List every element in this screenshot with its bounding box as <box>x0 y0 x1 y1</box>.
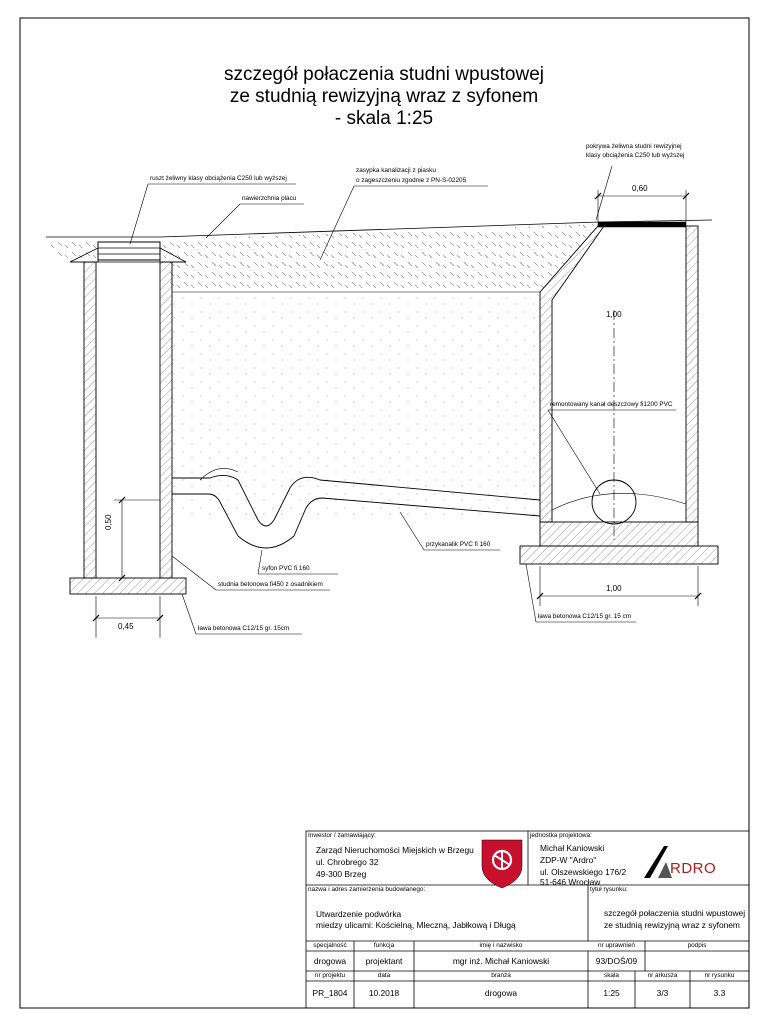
inlet-well <box>69 241 187 595</box>
value-name: mgr inż. Michał Kaniowski <box>452 956 550 966</box>
header-signature: podpis <box>687 942 707 949</box>
dimension-depth: 0,50 <box>104 514 113 530</box>
value-drawing-no: 3.3 <box>713 988 726 998</box>
designer-firm: ZDP-W "Ardro" <box>540 855 597 865</box>
value-branch: drogowa <box>484 988 518 998</box>
header-specialty: specjalność <box>313 942 347 949</box>
siphon-label: syfon PVC fi 160 <box>262 565 310 572</box>
siphon-pipe <box>172 468 541 549</box>
investor-label: Inwestor / zamawiający: <box>308 832 376 839</box>
ardro-logo-text: RDRO <box>670 860 717 877</box>
bench-left-label: ława betonowa C12/15 gr. 15cm <box>198 625 290 632</box>
value-sheet: 3/3 <box>656 988 669 998</box>
header-project-no: nr projektu <box>314 972 346 979</box>
drawing-title-tb-line1: szczegół połaczenia studni wpustowej <box>604 908 746 918</box>
dimension-width-left: 0,45 <box>118 622 134 631</box>
investor-street: ul. Chrobrego 32 <box>316 857 379 867</box>
soil-layer-left <box>46 240 96 262</box>
bench-right-label: ława betonowa C12/15 gr. 15 cm <box>538 613 632 620</box>
ardro-logo-mark <box>644 846 672 878</box>
drawing-title-tb-line2: ze studnią rewizyjną wraz z syfonem <box>604 920 740 930</box>
dimension-width-right: 1,00 <box>606 584 622 593</box>
backfill-label-2: o zageszczeniu zgodnie z PN-S-02205 <box>356 177 467 184</box>
cover-label-1: pokrywa żeliwna studni rewizyjnej <box>586 143 682 150</box>
drawing-label: tytuł rysunku: <box>590 886 628 893</box>
header-drawing-no: nr rysunku <box>704 972 735 979</box>
backfill-label-1: zasypka kanalizacji z piasku <box>356 167 436 174</box>
header-license: nr uprawnień <box>598 942 635 949</box>
designer-person: Michał Kaniowski <box>540 843 605 853</box>
header-sheet: nr arkusza <box>647 972 678 979</box>
value-project-no: PR_1804 <box>312 988 348 998</box>
value-function: projektant <box>365 956 403 966</box>
project-label: nazwa i adres zamierzenia budowlanego: <box>308 886 426 893</box>
drawing-title-line2: ze studnią rewizyjną wraz z syfonem <box>229 86 539 107</box>
inspection-well <box>519 221 719 565</box>
investor-city: 49-300 Brzeg <box>316 869 367 879</box>
designer-street: ul. Olszewskiego 176/2 <box>540 867 627 877</box>
designer-label: jednostka projektowa: <box>530 832 592 839</box>
project-line2: miedzy ulicami: Kościelną, Mleczną, Jabł… <box>316 920 516 930</box>
value-scale: 1:25 <box>603 988 620 998</box>
title-block-grid <box>305 830 750 1009</box>
dimension-pipe: 1,00 <box>606 310 622 319</box>
value-date: 10.2018 <box>368 988 400 998</box>
cover-label-2: klasy obciążenia C250 lub wyższej <box>586 152 685 159</box>
drawing-title-line3: - skala 1:25 <box>334 108 434 129</box>
project-line1: Utwardzenie podwórka <box>316 909 402 919</box>
header-date: data <box>377 972 391 979</box>
designer-city: 51-646 Wrocław <box>540 877 601 887</box>
ground-surface <box>46 219 713 238</box>
leader-lines <box>129 165 676 635</box>
connection-pipe-label: przykanalik PVC fi 160 <box>426 541 491 548</box>
value-specialty: drogowa <box>313 956 347 966</box>
header-scale: skala <box>604 972 619 979</box>
value-license: 93/DOŚ/09 <box>595 956 638 966</box>
pavement-label: nawierzchnia placu <box>242 195 297 202</box>
sand-backfill <box>172 292 540 520</box>
dimension-ticks <box>92 192 702 622</box>
city-coat-of-arms <box>481 839 523 889</box>
drawing-title-line1: szczegół połaczenia studni wpustowej <box>223 64 544 85</box>
header-name: imię i nazwisko <box>479 942 523 949</box>
header-branch: branża <box>491 972 511 979</box>
investor-name: Zarząd Nieruchomości Miejskich w Brzegu <box>316 845 474 855</box>
grate-label: ruszt żeliwny klasy obciążenia C250 lub … <box>150 175 287 182</box>
dimension-top-right: 0,60 <box>632 184 648 193</box>
inlet-well-label: studnia betonowa fi450 z osadnikiem <box>218 581 323 588</box>
main-pipe-label: remontowany kanał deszczowy fi1200 PVC <box>550 401 673 408</box>
header-function: funkcja <box>373 942 395 949</box>
soil-layer <box>160 224 598 292</box>
